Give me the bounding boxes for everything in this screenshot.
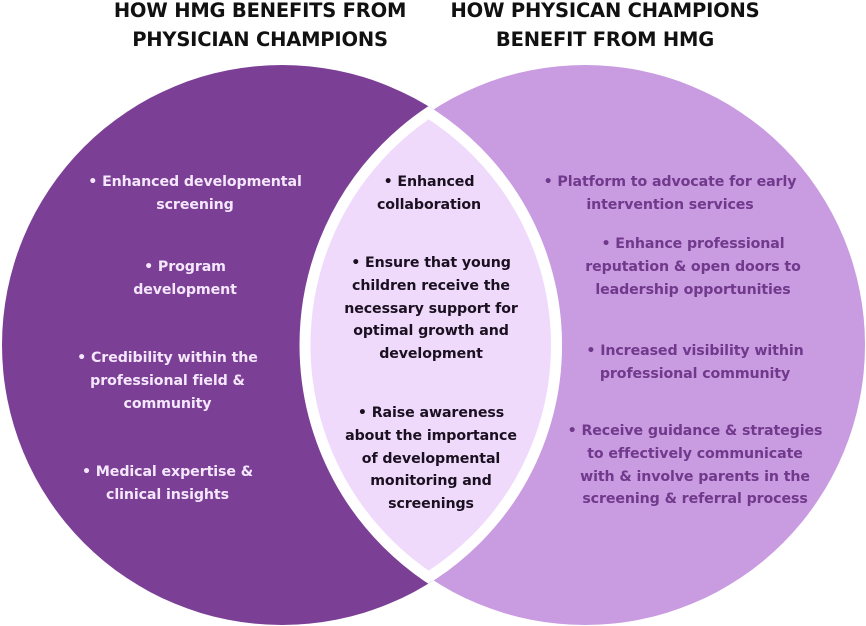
item-line: • Program — [144, 259, 226, 275]
item-line: intervention services — [586, 196, 754, 213]
left-heading-line: HOW HMG BENEFITS FROM — [113, 0, 407, 22]
item-line: necessary support for — [344, 300, 518, 317]
item-line: children receive the — [352, 277, 510, 294]
right-heading-line: BENEFIT FROM HMG — [495, 28, 715, 51]
item-line: to effectively communicate — [587, 445, 803, 462]
item-line: development — [133, 281, 237, 298]
left-heading: HOW HMG BENEFITS FROM PHYSICIAN CHAMPION… — [95, 0, 425, 54]
right-item-reputation: • Enhance professional reputation & open… — [570, 233, 816, 301]
item-line: • Ensure that young — [351, 255, 511, 271]
left-item-medical-expertise: • Medical expertise & clinical insights — [40, 461, 295, 507]
item-line: • Credibility within the — [77, 350, 258, 366]
item-line: • Increased visibility within — [586, 343, 804, 359]
item-line: monitoring and — [370, 473, 492, 490]
item-line: optimal growth and — [353, 323, 509, 340]
right-item-guidance: • Receive guidance & strategies to effec… — [565, 420, 825, 511]
item-line: • Raise awareness — [357, 405, 505, 421]
item-line: • Platform to advocate for early — [543, 174, 797, 190]
overlap-divider-right — [305, 65, 562, 625]
item-line: reputation & open doors to — [585, 258, 801, 275]
item-line: screenings — [388, 496, 474, 513]
item-line: about the importance — [345, 427, 517, 444]
left-heading-line: PHYSICIAN CHAMPIONS — [132, 28, 388, 51]
item-line: professional field & — [90, 372, 245, 389]
item-line: leadership opportunities — [595, 281, 791, 298]
item-line: professional community — [599, 365, 791, 382]
item-line: community — [123, 395, 212, 412]
overlap-item-awareness: • Raise awareness about the importance o… — [329, 402, 533, 516]
item-line: screening — [156, 196, 234, 213]
item-line: • Enhanced developmental — [88, 174, 302, 190]
item-line: collaboration — [376, 196, 482, 213]
item-line: • Receive guidance & strategies — [567, 423, 823, 439]
left-item-program-development: • Program development — [40, 256, 330, 302]
item-line: • Medical expertise & — [81, 464, 254, 480]
item-line: • Enhance professional — [601, 236, 785, 252]
overlap-region — [305, 65, 562, 625]
right-item-visibility: • Increased visibility within profession… — [575, 340, 815, 386]
right-item-platform: • Platform to advocate for early interve… — [530, 171, 810, 217]
left-item-credibility: • Credibility within the professional fi… — [40, 347, 295, 415]
overlap-item-collaboration: • Enhanced collaboration — [329, 171, 529, 217]
item-line: development — [379, 346, 483, 363]
item-line: screening & referral process — [582, 491, 808, 508]
item-line: with & involve parents in the — [580, 468, 810, 485]
left-item-screening: • Enhanced developmental screening — [40, 171, 350, 217]
overlap-item-support: • Ensure that young children receive the… — [329, 252, 533, 366]
right-heading-line: HOW PHYSICAN CHAMPIONS — [450, 0, 760, 22]
right-heading: HOW PHYSICAN CHAMPIONS BENEFIT FROM HMG — [440, 0, 770, 54]
item-line: clinical insights — [106, 486, 229, 503]
overlap-divider-left — [299, 65, 562, 625]
item-line: of developmental — [361, 450, 501, 467]
item-line: • Enhanced — [383, 174, 475, 190]
